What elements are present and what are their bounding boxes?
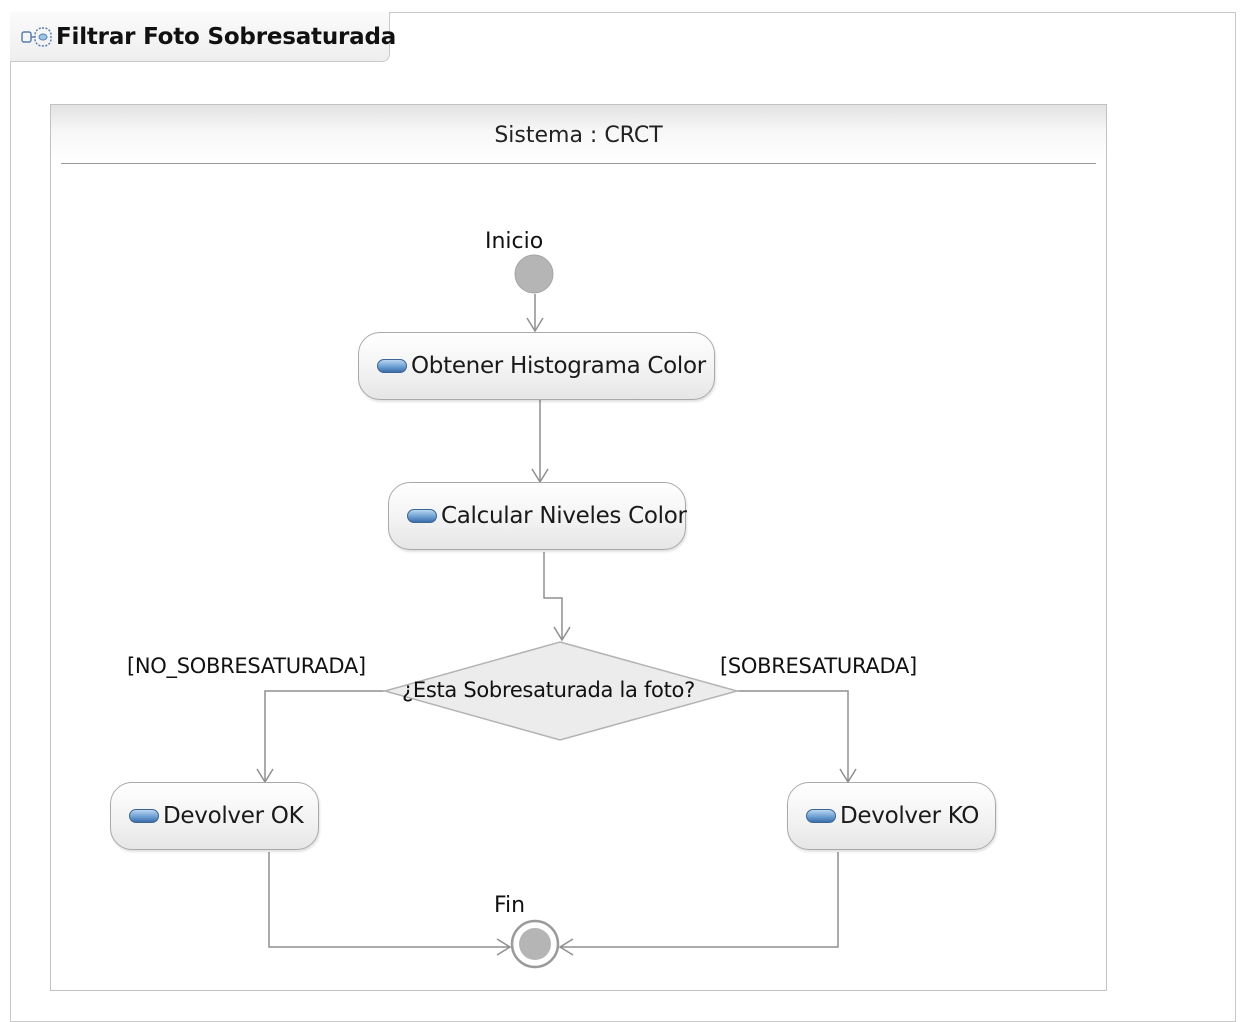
action-devolver-ok[interactable]: Devolver OK: [110, 782, 319, 850]
activity-diagram-icon: [20, 24, 54, 50]
edge-devolver-ok-fin[interactable]: [268, 852, 510, 948]
edge-decision-devolver-ko[interactable]: [735, 690, 849, 782]
initial-node[interactable]: [514, 254, 554, 294]
guard-no-sobresaturada: [NO_SOBRESATURADA]: [127, 654, 366, 678]
edge-calcular-decision[interactable]: [543, 552, 563, 640]
arrowhead: [558, 938, 574, 956]
edge-decision-devolver-ok[interactable]: [264, 690, 385, 782]
partition-header: [51, 105, 1106, 163]
action-label: Devolver KO: [840, 803, 980, 829]
decision-node[interactable]: [382, 641, 740, 741]
edge-devolver-ko-fin[interactable]: [560, 852, 839, 948]
initial-node-label: Inicio: [485, 229, 544, 254]
action-icon: [129, 809, 159, 823]
action-icon: [377, 359, 407, 373]
partition-label: Sistema : CRCT: [494, 123, 663, 148]
action-label: Obtener Histograma Color: [411, 353, 706, 379]
final-node-label: Fin: [494, 893, 526, 918]
action-obtener-histograma-color[interactable]: Obtener Histograma Color: [358, 332, 715, 400]
guard-sobresaturada: [SOBRESATURADA]: [720, 654, 917, 678]
partition-header-divider: [61, 163, 1096, 164]
action-icon: [806, 809, 836, 823]
action-label: Devolver OK: [163, 803, 304, 829]
arrowhead: [553, 626, 571, 642]
diagram-title: Filtrar Foto Sobresaturada: [56, 23, 397, 50]
action-label: Calcular Niveles Color: [441, 503, 687, 529]
action-icon: [407, 509, 437, 523]
arrowhead: [496, 938, 512, 956]
final-node-inner: [519, 928, 551, 960]
arrowhead: [526, 317, 544, 333]
decision-node-label: ¿Esta Sobresaturada la foto?: [402, 678, 695, 702]
action-calcular-niveles-color[interactable]: Calcular Niveles Color: [388, 482, 687, 550]
diagram-title-tab[interactable]: Filtrar Foto Sobresaturada: [10, 12, 396, 62]
action-devolver-ko[interactable]: Devolver KO: [787, 782, 996, 850]
